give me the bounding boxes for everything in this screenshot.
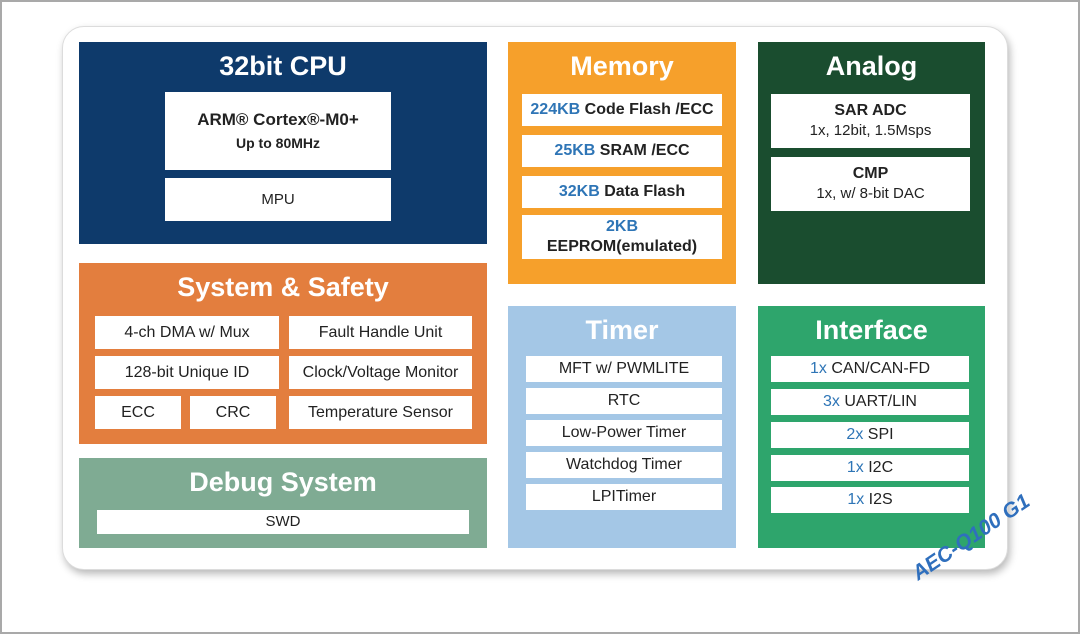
- debug-swd: SWD: [97, 510, 469, 534]
- cpu-title: 32bit CPU: [219, 51, 347, 81]
- timer-rtc: RTC: [526, 388, 722, 414]
- interface-uart-label: UART/LIN: [839, 393, 917, 410]
- timer-low-power: Low-Power Timer: [526, 420, 722, 446]
- debug-system-title: Debug System: [189, 467, 377, 497]
- interface-uart-count: 3x: [823, 393, 840, 410]
- interface-spi-count: 2x: [846, 426, 864, 443]
- interface-can-count: 1x: [809, 360, 827, 377]
- memory-data-flash: 32KB Data Flash: [522, 176, 722, 208]
- interface-i2c: 1x I2C: [771, 455, 969, 481]
- interface-i2s-count: 1x: [847, 491, 865, 508]
- memory-sram-label: SRAM /ECC: [595, 142, 690, 159]
- analog-title: Analog: [825, 51, 918, 81]
- system-crc: CRC: [190, 396, 276, 429]
- interface-uart: 3x UART/LIN: [771, 389, 969, 415]
- memory-code-flash: 224KB Code Flash /ECC: [522, 94, 722, 126]
- interface-i2s: 1x I2S: [771, 487, 969, 513]
- analog-sar-adc-name: SAR ADC: [834, 102, 907, 119]
- interface-i2c-label: I2C: [863, 459, 894, 476]
- memory-eeprom-label: EEPROM(emulated): [546, 238, 698, 255]
- analog-panel: Analog SAR ADC 1x, 12bit, 1.5Msps CMP 1x…: [758, 42, 985, 284]
- interface-i2s-label: I2S: [864, 491, 893, 508]
- analog-sar-adc-desc: 1x, 12bit, 1.5Msps: [809, 122, 932, 139]
- analog-cmp: CMP 1x, w/ 8-bit DAC: [771, 157, 970, 211]
- memory-code-flash-size: 224KB: [530, 101, 581, 118]
- cpu-core-name: ARM® Cortex®-M0+: [197, 110, 359, 129]
- memory-title: Memory: [570, 51, 674, 81]
- timer-watchdog: Watchdog Timer: [526, 452, 722, 478]
- cpu-mpu-box: MPU: [165, 178, 391, 221]
- memory-eeprom-size: 2KB: [605, 218, 638, 235]
- memory-eeprom: 2KB EEPROM(emulated): [522, 215, 722, 259]
- cpu-core-frequency: Up to 80MHz: [236, 135, 320, 151]
- memory-sram: 25KB SRAM /ECC: [522, 135, 722, 167]
- memory-sram-size: 25KB: [554, 142, 596, 159]
- memory-data-flash-size: 32KB: [558, 183, 600, 200]
- debug-system-panel: Debug System SWD: [79, 458, 487, 548]
- interface-can-label: CAN/CAN-FD: [826, 360, 930, 377]
- interface-spi-label: SPI: [863, 426, 894, 443]
- cpu-core-box: ARM® Cortex®-M0+ Up to 80MHz: [165, 92, 391, 170]
- memory-code-flash-label: Code Flash /ECC: [580, 101, 714, 118]
- interface-title: Interface: [815, 315, 928, 345]
- interface-can: 1x CAN/CAN-FD: [771, 356, 969, 382]
- cpu-panel: 32bit CPU ARM® Cortex®-M0+ Up to 80MHz M…: [79, 42, 487, 244]
- analog-cmp-name: CMP: [852, 165, 889, 182]
- interface-spi: 2x SPI: [771, 422, 969, 448]
- interface-panel: Interface 1x CAN/CAN-FD 3x UART/LIN 2x S…: [758, 306, 985, 548]
- timer-panel: Timer MFT w/ PWMLITE RTC Low-Power Timer…: [508, 306, 736, 548]
- timer-lpitimer: LPITimer: [526, 484, 722, 510]
- memory-data-flash-label: Data Flash: [599, 183, 686, 200]
- system-unique-id: 128-bit Unique ID: [95, 356, 279, 389]
- system-dma: 4-ch DMA w/ Mux: [95, 316, 279, 349]
- system-clock-voltage-monitor: Clock/Voltage Monitor: [289, 356, 472, 389]
- analog-sar-adc: SAR ADC 1x, 12bit, 1.5Msps: [771, 94, 970, 148]
- memory-panel: Memory 224KB Code Flash /ECC 25KB SRAM /…: [508, 42, 736, 284]
- system-temperature-sensor: Temperature Sensor: [289, 396, 472, 429]
- timer-mft: MFT w/ PWMLITE: [526, 356, 722, 382]
- system-safety-panel: System & Safety 4-ch DMA w/ Mux Fault Ha…: [79, 263, 487, 444]
- system-fault-handle-unit: Fault Handle Unit: [289, 316, 472, 349]
- interface-i2c-count: 1x: [846, 459, 864, 476]
- system-safety-title: System & Safety: [177, 272, 389, 302]
- system-ecc: ECC: [95, 396, 181, 429]
- timer-title: Timer: [585, 315, 659, 345]
- analog-cmp-desc: 1x, w/ 8-bit DAC: [816, 185, 925, 202]
